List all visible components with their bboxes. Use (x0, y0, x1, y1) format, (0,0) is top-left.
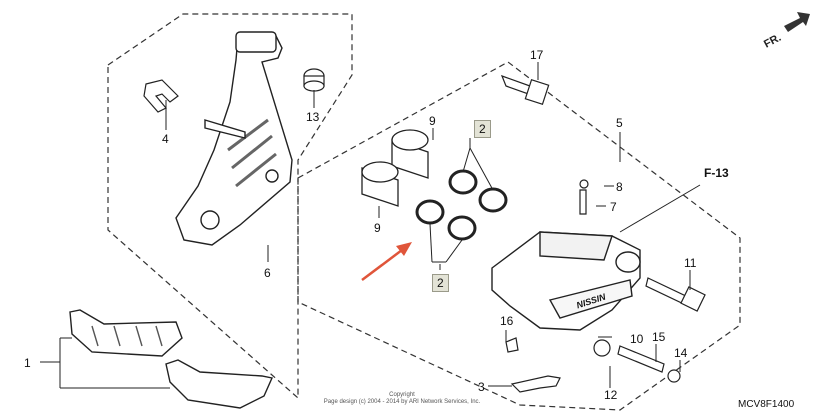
part-number-3: 3 (478, 380, 485, 394)
copyright-line-2: Page design (c) 2004 - 2014 by ARI Netwo… (323, 399, 481, 405)
pad-spring-clip (143, 79, 179, 113)
copyright-notice: Copyright Page design (c) 2004 - 2014 by… (312, 392, 492, 406)
leader-lines (40, 62, 701, 389)
bolts (500, 74, 706, 383)
part-number-17: 17 (530, 48, 544, 62)
caliper-bracket (175, 31, 293, 246)
part-number-12: 12 (604, 388, 618, 402)
part-number-2-bottom: 2 (432, 274, 449, 292)
bracket-group-outline (107, 13, 353, 400)
part-number-6: 6 (264, 266, 271, 280)
part-number-13: 13 (306, 110, 320, 124)
front-direction-arrow (784, 12, 810, 32)
part-number-10: 10 (630, 332, 644, 346)
part-number-9-bottom: 9 (374, 221, 381, 235)
part-number-14: 14 (674, 346, 688, 360)
brake-pads (69, 309, 273, 409)
caliper-body (491, 231, 641, 331)
diagram-code: MCV8F1400 (738, 399, 795, 410)
bleeder-cap (303, 68, 325, 92)
part-number-9-top: 9 (429, 114, 436, 128)
part-number-15: 15 (652, 330, 666, 344)
part-number-11: 11 (684, 256, 697, 270)
part-number-4: 4 (162, 132, 169, 146)
part-number-2-top: 2 (474, 120, 491, 138)
pad-retainer-clip (510, 375, 561, 393)
highlight-arrow (361, 242, 412, 281)
caliper-pistons (361, 129, 429, 207)
part-number-8: 8 (616, 180, 623, 194)
part-number-7: 7 (610, 200, 617, 214)
copyright-line-1: Copyright (389, 392, 415, 398)
reference-label: F-13 (704, 166, 729, 180)
part-number-1: 1 (24, 356, 31, 370)
part-number-16: 16 (500, 314, 514, 328)
part-number-5: 5 (616, 116, 623, 130)
